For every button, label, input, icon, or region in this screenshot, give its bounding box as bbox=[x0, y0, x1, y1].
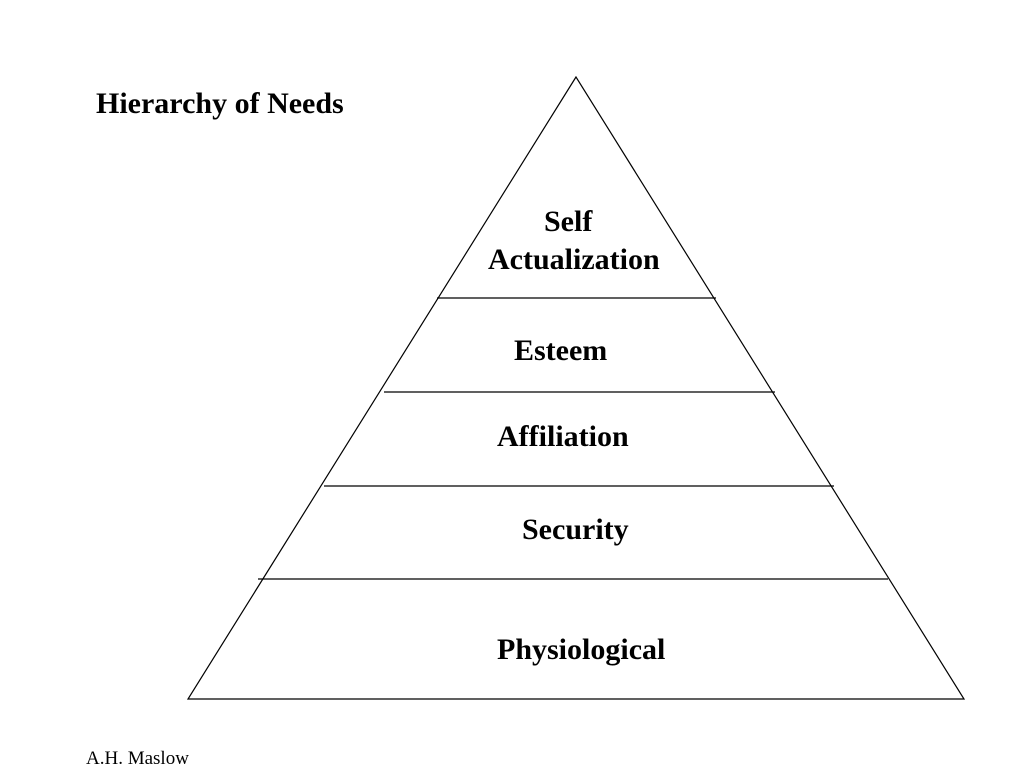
level-label-security: Security bbox=[522, 513, 629, 546]
level-label-self-actualization: Self Actualization bbox=[488, 203, 660, 279]
level-label-self-line2: Actualization bbox=[488, 243, 660, 276]
level-label-esteem: Esteem bbox=[514, 334, 608, 367]
pyramid-outline bbox=[186, 75, 966, 700]
level-label-self-line1: Self bbox=[544, 205, 593, 238]
level-label-affiliation: Affiliation bbox=[497, 420, 629, 453]
level-label-physiological: Physiological bbox=[497, 633, 666, 666]
diagram-title: Hierarchy of Needs bbox=[96, 87, 344, 120]
author-credit: A.H. Maslow bbox=[86, 748, 189, 768]
